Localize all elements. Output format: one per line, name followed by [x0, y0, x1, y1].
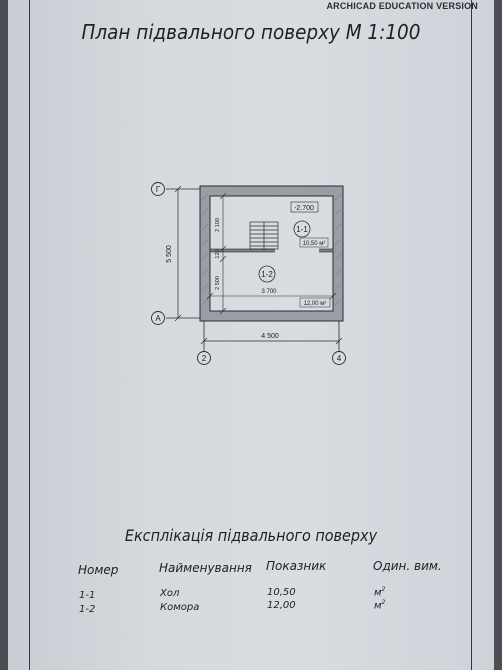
row-1-number: 1-1	[79, 590, 96, 601]
inner-height-dimension	[219, 192, 227, 315]
axis-label-g: Г	[156, 185, 161, 194]
row-2-unit: м2	[374, 599, 386, 612]
header-number: Номер	[78, 563, 119, 577]
axis-label-2: 2	[202, 354, 207, 363]
axis-bubble-a	[151, 311, 165, 325]
explication-title: Експлікація підвального поверху	[124, 526, 378, 545]
room-area-box-1-2	[299, 297, 331, 308]
exterior-walls	[199, 185, 344, 322]
overall-width-text: 4 500	[261, 333, 279, 340]
header-unit: Один. вим.	[373, 559, 442, 573]
upper-room-dim: 2 100	[215, 218, 221, 232]
axis-label-a: А	[155, 314, 161, 323]
inner-width-dimension	[206, 292, 337, 300]
row-2-value: 12,00	[267, 600, 296, 611]
header-name: Найменування	[159, 561, 252, 575]
axis-bubble-g	[151, 182, 165, 196]
doorway-opening	[275, 248, 319, 253]
level-mark-box	[290, 201, 319, 213]
row-2-number: 1-2	[79, 604, 96, 615]
row-1-value: 10,50	[267, 587, 296, 598]
room-area-box-1-1	[299, 237, 329, 248]
drawing-sheet	[8, 0, 494, 670]
partition-dim: 120	[215, 249, 221, 258]
sheet-frame	[29, 0, 472, 670]
axis-label-4: 4	[337, 354, 342, 363]
overall-height-dimension	[174, 185, 182, 322]
axis-bubble-4	[332, 351, 346, 365]
stair	[249, 221, 279, 250]
room-bubble-1-1	[293, 220, 311, 238]
row-1-unit: м2	[374, 586, 386, 599]
header-value: Показник	[266, 559, 327, 573]
overall-width-dimension	[200, 337, 343, 345]
room-area-1-1: 10,50 м²	[303, 241, 326, 247]
overall-height-text: 5 500	[166, 245, 173, 263]
wall-hatch	[201, 193, 342, 306]
drawing-title: План підвального поверху М 1:100	[81, 20, 421, 44]
watermark: ARCHICAD EDUCATION VERSION	[326, 1, 478, 11]
inner-width-text: 3 700	[261, 289, 277, 295]
room-area-1-2: 12,00 м²	[304, 301, 327, 307]
lower-room-dim: 2 500	[215, 276, 221, 290]
room-id-1-1: 1-1	[296, 225, 308, 234]
room-bubble-1-2	[258, 265, 276, 283]
level-mark: -2.700	[294, 205, 314, 212]
row-2-name: Комора	[160, 602, 200, 613]
room-id-1-2: 1-2	[261, 270, 273, 279]
axis-bubble-2	[197, 351, 211, 365]
row-1-name: Хол	[160, 588, 180, 599]
